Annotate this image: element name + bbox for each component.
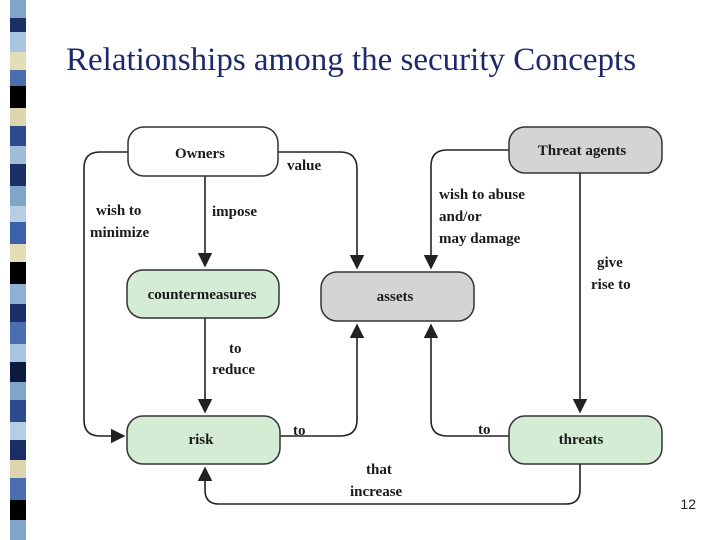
edge-wish-to-abuse <box>423 149 509 270</box>
edge-value <box>278 151 365 270</box>
node-owners-label: Owners <box>175 146 225 162</box>
edge-label-give: give <box>597 255 623 271</box>
node-risk <box>126 415 281 465</box>
page-number: 12 <box>680 496 696 512</box>
edge-label-rise-to: rise to <box>591 277 631 293</box>
edge-label-to-threats: to <box>478 422 491 438</box>
node-threat-agents <box>508 126 663 174</box>
edge-label-wish-to: wish to <box>96 203 141 219</box>
node-threat-agents-label: Threat agents <box>538 143 627 159</box>
edge-label-may-damage: may damage <box>439 231 521 247</box>
node-owners <box>127 126 279 177</box>
edge-label-value: value <box>287 158 322 174</box>
edge-label-to-risk: to <box>293 423 306 439</box>
node-assets <box>320 271 475 322</box>
edge-label-reduce: reduce <box>212 362 255 378</box>
decorative-strip <box>0 0 26 540</box>
edge-label-impose: impose <box>212 204 257 220</box>
node-countermeasures <box>126 269 280 319</box>
edge-label-and-or: and/or <box>439 209 482 225</box>
node-risk-label: risk <box>188 432 214 448</box>
edge-to-threats <box>423 323 509 437</box>
node-assets-label: assets <box>377 289 414 305</box>
node-threats <box>508 415 663 465</box>
edge-label-that: that <box>366 462 392 478</box>
edge-to-risk <box>280 323 365 437</box>
edge-label-wish-to-abuse: wish to abuse <box>439 187 525 203</box>
edge-wish-to-minimize <box>83 151 128 444</box>
node-threats-label: threats <box>559 432 604 448</box>
edge-label-increase: increase <box>350 484 403 500</box>
edge-label-to: to <box>229 341 242 357</box>
node-countermeasures-label: countermeasures <box>148 287 257 303</box>
edge-that-increase <box>197 462 581 505</box>
edge-label-minimize: minimize <box>90 225 149 241</box>
slide-title: Relationships among the security Concept… <box>66 42 637 78</box>
